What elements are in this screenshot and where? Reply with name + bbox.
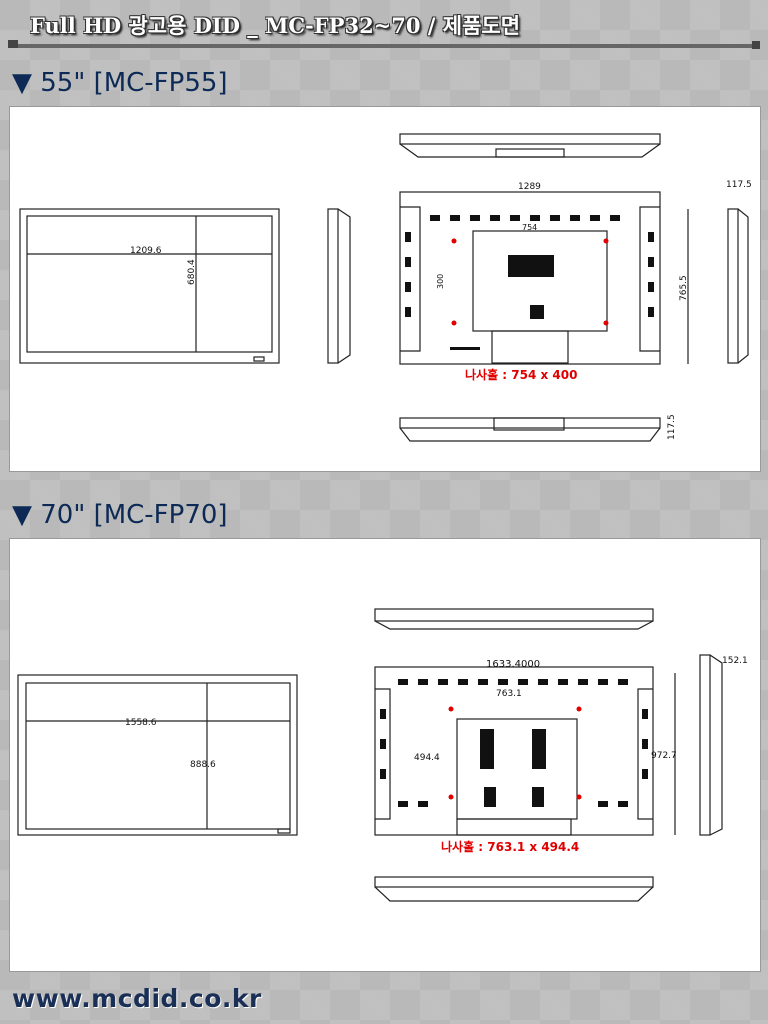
back-width-label: 1289 (518, 182, 541, 192)
drawing-55: 1209.6 680.4 1289 754 300 765.5 117.5 11… (19, 133, 752, 442)
back-height-label: 765.5 (679, 275, 689, 301)
drawing-70: 1558.6 888.6 1633.4000 763.1 494.4 972.7… (17, 608, 748, 902)
bottom-depth-label: 117.5 (667, 414, 677, 440)
page-title: Full HD 광고용 DID _ MC-FP32~70 / 제품도면 (30, 13, 521, 38)
vesa-height-label-70: 494.4 (414, 753, 440, 763)
back-height-label-70: 972.7 (651, 751, 677, 761)
screw-hole-markers-55 (451, 238, 609, 326)
front-width-label-70: 1558.6 (125, 718, 157, 728)
screw-hole-label-70: 나사홀 : 763.1 x 494.4 (441, 839, 579, 854)
front-width-label: 1209.6 (130, 246, 162, 256)
back-width-label-70: 1633.4000 (486, 659, 540, 670)
vesa-width-label-70: 763.1 (496, 689, 522, 699)
vesa-height-label: 300 (436, 274, 445, 289)
screw-hole-markers-70 (448, 706, 582, 800)
section-heading-55: ▼ 55" [MC-FP55] (12, 68, 228, 98)
drawing-panel-70: 1558.6 888.6 1633.4000 763.1 494.4 972.7… (9, 538, 761, 972)
side-depth-label-70: 152.1 (722, 656, 748, 666)
side-depth-label: 117.5 (726, 180, 752, 190)
vesa-width-label: 754 (522, 223, 537, 232)
footer-url: www.mcdid.co.kr (12, 984, 262, 1013)
drawing-panel-55: 1209.6 680.4 1289 754 300 765.5 117.5 11… (9, 106, 761, 472)
screw-hole-label-55: 나사홀 : 754 x 400 (465, 367, 577, 382)
front-height-label: 680.4 (187, 259, 197, 285)
back-vent-blocks (405, 215, 654, 350)
front-height-label-70: 888.6 (190, 760, 216, 770)
section-heading-70: ▼ 70" [MC-FP70] (12, 500, 228, 530)
back-vent-blocks-70 (380, 679, 648, 807)
title-bar: Full HD 광고용 DID _ MC-FP32~70 / 제품도면 (8, 6, 760, 49)
